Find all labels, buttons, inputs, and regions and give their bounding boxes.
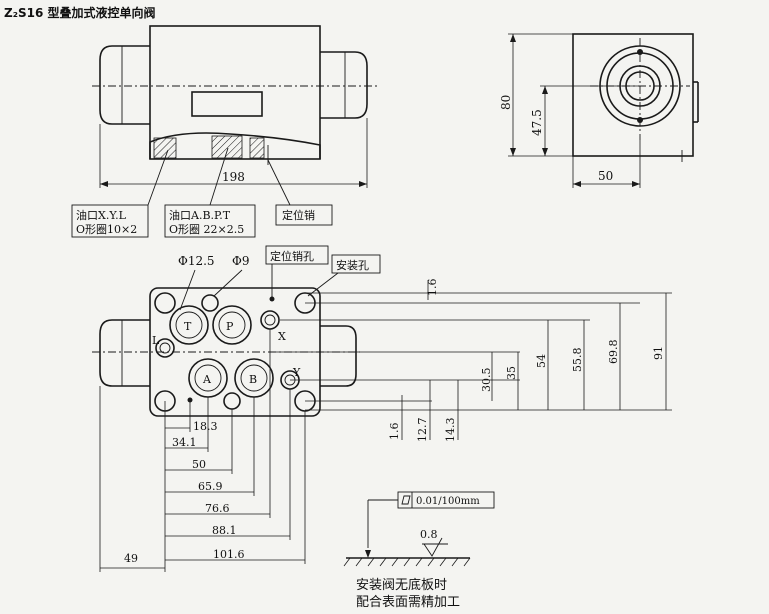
phi-9: Φ9 (232, 254, 249, 268)
note-line-1: 安装阀无底板时 (356, 577, 447, 593)
dim-35: 35 (505, 366, 518, 380)
dim-50-h: 50 (192, 458, 206, 471)
port-x: X (278, 330, 286, 343)
dim-88-1: 88.1 (212, 524, 237, 537)
note-line-2: 配合表面需精加工 (356, 595, 460, 610)
dim-55-8: 55.8 (571, 348, 584, 373)
face-view: T P A B X Y L Φ12.5 Φ9 定位销孔 安装孔 1.6 30.5… (92, 245, 672, 572)
dim-12-7: 12.7 (416, 418, 429, 443)
label-oring-xyl: O形圈10×2 (76, 223, 137, 236)
dim-101-6: 101.6 (213, 548, 245, 561)
port-t: T (184, 320, 192, 333)
label-oring-abpt: O形圈 22×2.5 (169, 223, 244, 236)
dim-65-9: 65.9 (198, 480, 223, 493)
flatness-spec: 0.01/100mm (416, 496, 480, 507)
port-a: A (202, 373, 212, 386)
dim-50: 50 (598, 169, 613, 183)
dim-91: 91 (652, 346, 665, 360)
side-view: 80 47.5 50 (499, 33, 699, 188)
drawing-title: Z₂S16 型叠加式液控单向阀 (4, 5, 155, 20)
dim-18-3: 18.3 (193, 420, 218, 433)
port-p: P (226, 320, 234, 333)
surface-note: 0.01/100mm 0.8 安装阀无底板时 配合表面需精加工 (343, 491, 495, 610)
dim-30-5: 30.5 (480, 368, 493, 393)
port-b: B (249, 373, 257, 386)
label-oil-xyl: 油口X.Y.L (76, 208, 127, 222)
dim-80: 80 (499, 95, 513, 110)
dim-49: 49 (124, 552, 138, 565)
dim-34-1: 34.1 (172, 436, 197, 449)
phi-12-5: Φ12.5 (178, 254, 215, 268)
label-oil-abpt: 油口A.B.P.T (169, 208, 231, 222)
label-mount-hole: 安装孔 (336, 258, 369, 272)
label-pin: 定位销 (282, 208, 315, 222)
port-l: L (152, 334, 160, 347)
dim-1-6-low: 1.6 (388, 423, 401, 441)
dim-69-8: 69.8 (607, 340, 620, 365)
roughness-value: 0.8 (420, 528, 438, 541)
dim-76-6: 76.6 (205, 502, 230, 515)
dim-198: 198 (222, 170, 245, 184)
dim-14-3: 14.3 (444, 418, 457, 443)
dim-54: 54 (535, 354, 548, 368)
label-pin-hole: 定位销孔 (270, 249, 314, 263)
top-view: 198 油口X.Y.L O形圈10×2 油口A.B.P.T O形圈 22×2.5… (71, 25, 377, 238)
port-y: Y (292, 366, 301, 379)
dim-1-6-top: 1.6 (426, 279, 439, 297)
dim-47-5: 47.5 (530, 109, 544, 136)
